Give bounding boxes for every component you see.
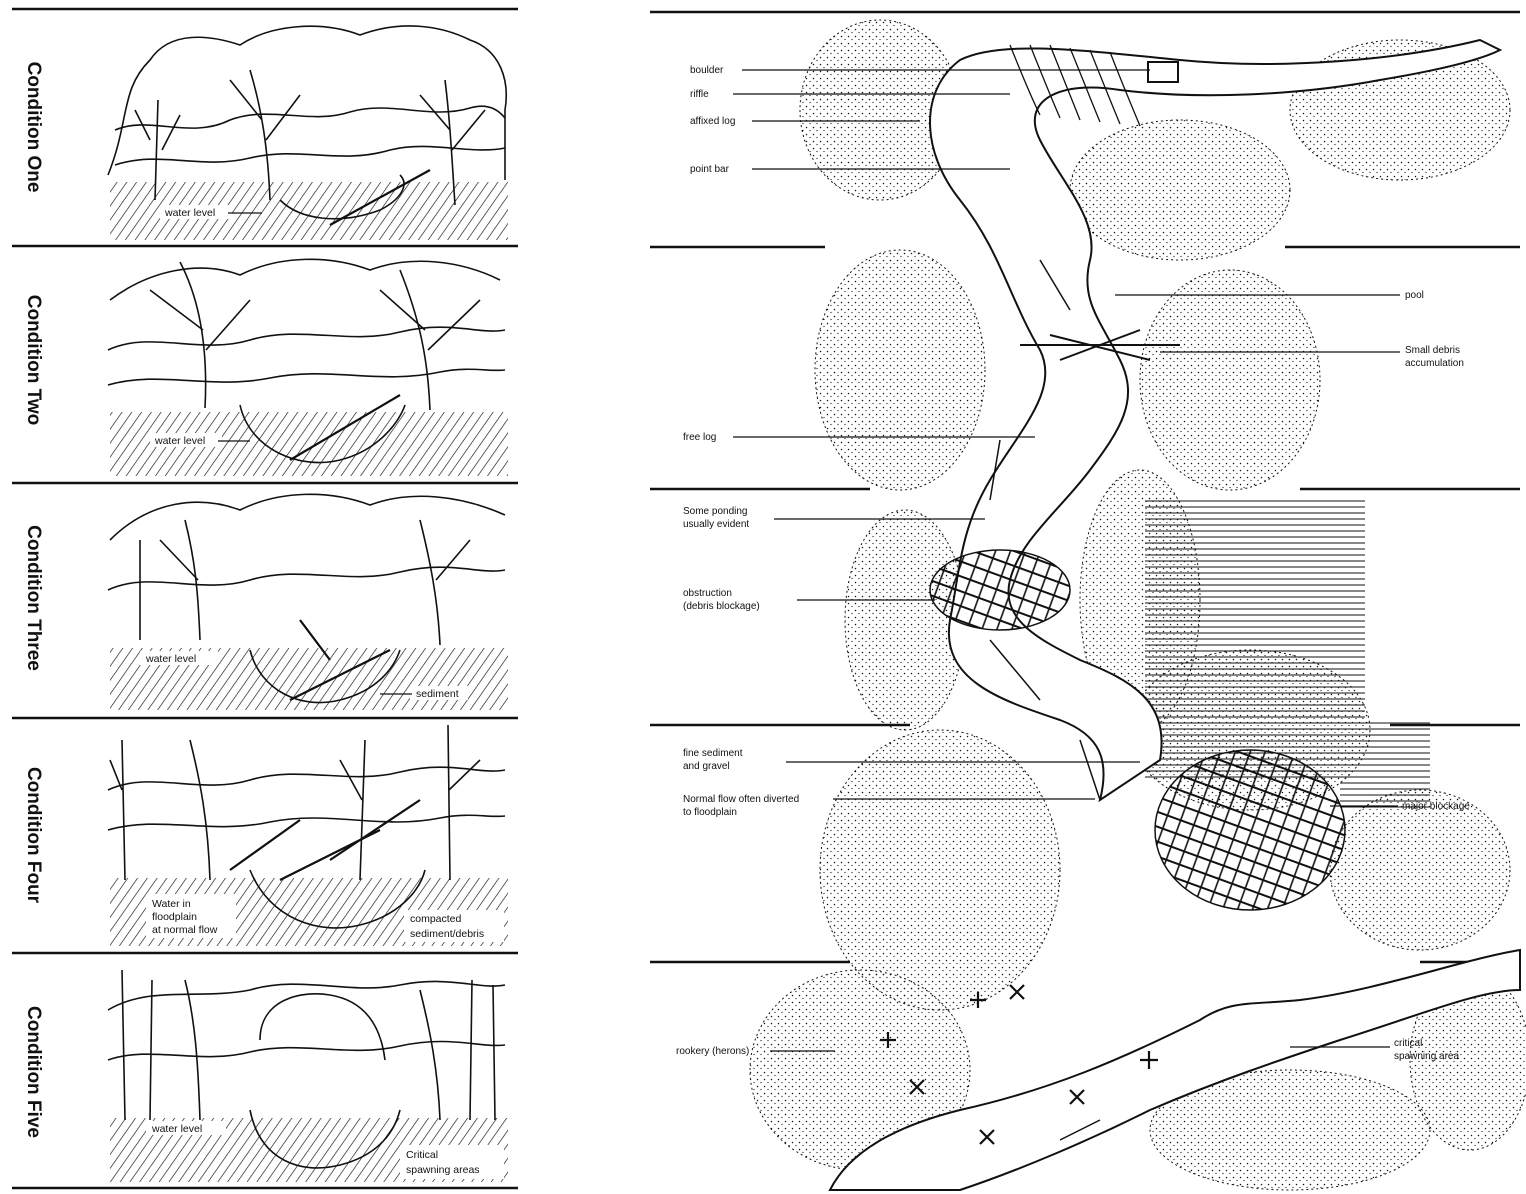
callout-major-blockage: major blockage [1402, 801, 1470, 812]
compacted-label-line1: compacted [410, 913, 462, 925]
callout-riffle: riffle [690, 89, 709, 100]
boulder-shape [1148, 62, 1178, 82]
callout-affixed-log: affixed log [690, 116, 735, 127]
critical-label-line1: Critical [406, 1149, 438, 1161]
condition-title: Condition Two [23, 295, 44, 426]
compacted-label-line2: sediment/debris [410, 928, 484, 940]
left-column: Condition One water level Condition Two [12, 9, 518, 1188]
condition-panel-3: Condition Three water level sediment [23, 494, 508, 710]
condition-title: Condition Five [23, 1006, 44, 1138]
condition-panel-1: Condition One water level [23, 26, 508, 240]
callout-ponding-line1: Some ponding [683, 506, 748, 517]
callout-small-debris-line2: accumulation [1405, 358, 1464, 369]
floodplain-lines [1340, 720, 1430, 810]
callout-point-bar: point bar [690, 164, 730, 175]
callout-boulder: boulder [690, 65, 724, 76]
right-column: boulder riffle affixed log point bar fre… [650, 12, 1526, 1190]
callout-rookery: rookery (herons) [676, 1046, 749, 1057]
floodplain-label-line2: floodplain [152, 911, 197, 923]
callout-normal-flow-line2: to floodplain [683, 807, 737, 818]
callout-pool: pool [1405, 290, 1424, 301]
floodplain-label-line1: Water in [152, 898, 191, 910]
floodplain-lines [1145, 500, 1365, 780]
condition-title: Condition One [23, 62, 44, 193]
condition-title: Condition Four [23, 767, 44, 904]
condition-title: Condition Three [23, 525, 44, 671]
condition-panel-2: Condition Two water level [23, 259, 508, 476]
water-level-label: water level [154, 435, 205, 447]
water-level-label: water level [151, 1123, 202, 1135]
callout-fine-sediment-line2: and gravel [683, 761, 730, 772]
callout-obstruction-line2: (debris blockage) [683, 601, 760, 612]
callout-obstruction-line1: obstruction [683, 588, 732, 599]
floodplain-label-line3: at normal flow [152, 924, 218, 936]
sediment-label: sediment [416, 688, 459, 700]
callout-ponding-line2: usually evident [683, 519, 749, 530]
callout-normal-flow-line1: Normal flow often diverted [683, 794, 799, 805]
callout-critical-line1: critical [1394, 1038, 1422, 1049]
critical-label-line2: spawning areas [406, 1164, 480, 1176]
condition-panel-4: Condition Four Water in floodplain at no… [23, 725, 508, 946]
callout-critical-line2: spawning area [1394, 1051, 1459, 1062]
callout-fine-sediment-line1: fine sediment [683, 748, 743, 759]
condition-panel-5: Condition Five water level Critical spaw… [23, 970, 508, 1182]
callout-small-debris-line1: Small debris [1405, 345, 1460, 356]
water-level-label: water level [164, 207, 215, 219]
water-level-label: water level [145, 653, 196, 665]
callout-free-log: free log [683, 432, 716, 443]
